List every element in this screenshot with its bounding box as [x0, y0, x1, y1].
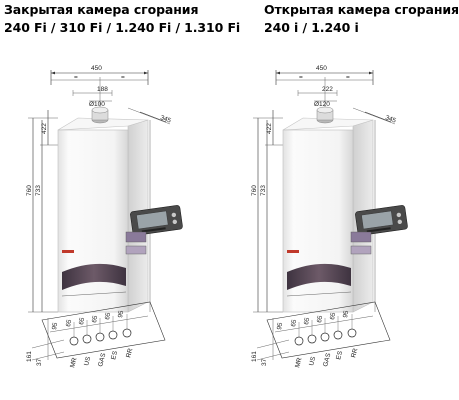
- left-spacing-5: 95: [117, 310, 125, 319]
- left-bottom-h2-label: 37: [36, 358, 43, 366]
- right-port-us: US: [308, 355, 317, 366]
- left-half-b: =: [121, 74, 125, 81]
- left-spacing-4: 65: [104, 312, 112, 321]
- left-port-es: ES: [110, 350, 119, 361]
- left-title-line2: 240 Fi / 310 Fi / 1.240 Fi / 1.310 Fi: [4, 20, 241, 35]
- right-offset-label: 222: [322, 86, 333, 93]
- left-inner-height-label: 733: [35, 185, 42, 196]
- right-spacing-1: 65: [290, 319, 298, 328]
- right-port-gas: GAS: [322, 352, 332, 368]
- left-spacing-3: 65: [91, 315, 99, 324]
- left-depth-label: 345: [159, 114, 172, 124]
- right-width-label: 450: [316, 65, 327, 72]
- right-depth-label: 345: [384, 114, 397, 124]
- left-width-label: 450: [91, 65, 102, 72]
- right-title-line1: Открытая камера сгорания: [264, 2, 459, 17]
- right-port-labels: MR US GAS ES RR: [294, 347, 359, 368]
- right-port-es: ES: [335, 350, 344, 361]
- left-spacing-1: 65: [65, 319, 73, 328]
- right-half-b: =: [346, 74, 350, 81]
- left-bottom-h1-label: 161: [26, 351, 33, 362]
- left-port-us: US: [83, 355, 92, 366]
- left-top-height-label: 422: [41, 123, 48, 134]
- right-height-label: 760: [251, 185, 258, 196]
- left-offset-label: 188: [97, 86, 108, 93]
- left-spacing-2: 65: [78, 317, 86, 326]
- right-spacing-5: 95: [342, 310, 350, 319]
- right-bottom-h2-label: 37: [261, 358, 268, 366]
- left-spacing-labels: 95 65 65 65 65 95: [51, 310, 125, 331]
- right-diameter-label: Ø120: [314, 101, 330, 108]
- left-half-a: =: [74, 74, 78, 81]
- right-inner-height-label: 733: [260, 185, 267, 196]
- left-boiler-diagram: 450 = = 188 Ø100 345 422 760 733 161 37 …: [26, 65, 184, 369]
- left-spacing-0: 95: [51, 322, 59, 331]
- right-spacing-labels: 95 65 65 65 65 95: [276, 310, 350, 331]
- right-port-rr: RR: [350, 347, 359, 358]
- right-half-a: =: [299, 74, 303, 81]
- right-bottom-h1-label: 161: [251, 351, 258, 362]
- right-spacing-3: 65: [316, 315, 324, 324]
- right-top-height-label: 422: [266, 123, 273, 134]
- left-port-mr: MR: [69, 357, 78, 369]
- left-diameter-label: Ø100: [89, 101, 105, 108]
- left-port-gas: GAS: [97, 352, 107, 368]
- right-port-mr: MR: [294, 357, 303, 369]
- right-spacing-0: 95: [276, 322, 284, 331]
- left-title-line1: Закрытая камера сгорания: [4, 2, 199, 17]
- right-title-line2: 240 i / 1.240 i: [264, 20, 359, 35]
- left-port-rr: RR: [125, 347, 134, 358]
- right-boiler-diagram: 450 = = 222 Ø120 345 422 760 733 161 37 …: [251, 65, 409, 369]
- right-spacing-2: 65: [303, 317, 311, 326]
- left-port-labels: MR US GAS ES RR: [69, 347, 134, 368]
- right-spacing-4: 65: [329, 312, 337, 321]
- left-height-label: 760: [26, 185, 33, 196]
